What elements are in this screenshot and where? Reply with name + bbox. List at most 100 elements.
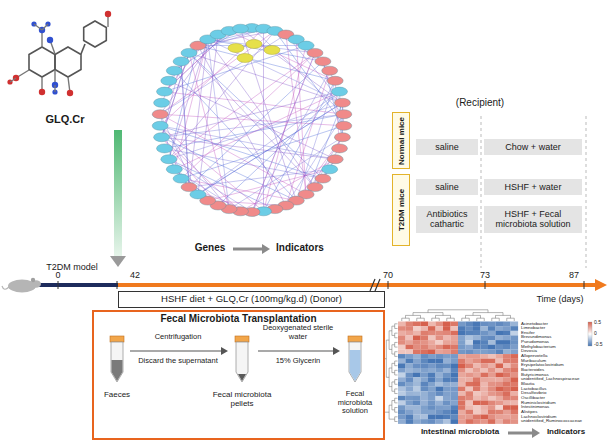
heatmap-cell	[473, 396, 481, 401]
heatmap-cell	[488, 415, 496, 420]
heatmap-cell	[428, 359, 436, 364]
heatmap-cell	[488, 345, 496, 350]
heatmap-cell	[406, 382, 414, 387]
heatmap-cell	[488, 405, 496, 410]
heatmap-cell	[413, 373, 421, 378]
bond	[10, 78, 16, 82]
heatmap-cell	[511, 345, 519, 350]
heatmap-cell	[481, 331, 489, 336]
dendrogram	[392, 382, 395, 391]
heatmap-cell	[503, 335, 511, 340]
heatmap-cell	[511, 335, 519, 340]
heatmap-cell	[481, 345, 489, 350]
heatmap-cell	[466, 391, 474, 396]
heatmap-cell	[496, 396, 504, 401]
heatmap-cell	[413, 331, 421, 336]
dendrogram	[447, 318, 455, 321]
heatmap-cell	[398, 322, 406, 327]
heatmap-cell	[496, 354, 504, 359]
gene-node	[322, 165, 338, 174]
heatmap-cell	[511, 322, 519, 327]
heatmap-cell	[503, 382, 511, 387]
heatmap-cell	[473, 345, 481, 350]
tick-label: 73	[475, 270, 495, 280]
gene-node	[332, 87, 348, 96]
heatmap-cell	[443, 391, 451, 396]
heatmap-cell	[496, 326, 504, 331]
gene-node	[334, 133, 350, 142]
dendrogram	[389, 368, 392, 387]
dendrogram	[507, 318, 515, 321]
heatmap-cell	[406, 340, 414, 345]
interaction-line	[198, 103, 343, 195]
heatmap-cell	[436, 326, 444, 331]
taxon-label: unidentified_Ruminococcaceae	[521, 419, 582, 424]
heatmap-cell	[428, 363, 436, 368]
heatmap-cell	[421, 335, 429, 340]
heatmap-cell	[413, 359, 421, 364]
heatmap-cell	[511, 368, 519, 373]
heatmap-cell	[413, 396, 421, 401]
group-bracket: T2DM mice	[392, 174, 410, 246]
axis-break	[370, 279, 375, 291]
step-label: Deoxygenated sterile water	[259, 324, 337, 341]
dendrogram	[392, 326, 395, 335]
heatmap-cell	[398, 340, 406, 345]
heatmap-cell	[413, 391, 421, 396]
gene-node	[161, 155, 177, 164]
heatmap-cell	[511, 359, 519, 364]
interaction-line	[198, 92, 340, 195]
heatmap-cell	[473, 387, 481, 392]
heatmap-cell	[421, 331, 429, 336]
heatmap-cell	[511, 382, 519, 387]
dendrogram	[395, 408, 398, 413]
treatment-box: HSHF + water	[484, 179, 582, 195]
heatmap-cell	[436, 335, 444, 340]
tube-cap	[110, 336, 124, 342]
heatmap-cell	[496, 387, 504, 392]
heatmap-cell	[421, 359, 429, 364]
interaction-line	[162, 114, 344, 137]
heatmap-cell	[443, 415, 451, 420]
heatmap-cell	[421, 410, 429, 415]
atom	[67, 90, 73, 96]
heatmap-cell	[443, 335, 451, 340]
pellet	[238, 374, 246, 381]
heatmap-cell	[496, 340, 504, 345]
heatmap-cell	[481, 354, 489, 359]
heatmap-cell	[436, 322, 444, 327]
heatmap-cell	[451, 340, 459, 345]
heatmap-cell	[481, 396, 489, 401]
tube	[235, 336, 249, 382]
heatmap-cell	[406, 405, 414, 410]
heatmap-cell	[481, 405, 489, 410]
gene-node	[327, 155, 343, 164]
heatmap-cell	[466, 354, 474, 359]
gene-network	[152, 24, 352, 217]
tick	[485, 281, 486, 289]
heatmap-cell	[443, 396, 451, 401]
heatmap-cell	[428, 391, 436, 396]
heatmap-cell	[436, 349, 444, 354]
heatmap-cell	[503, 401, 511, 406]
dendrogram	[413, 313, 443, 316]
heatmap-cell	[406, 391, 414, 396]
gene-node	[152, 121, 168, 130]
gene-node	[264, 46, 280, 55]
bond	[34, 24, 42, 30]
heatmap-cell	[451, 396, 459, 401]
heatmap-cell	[511, 405, 519, 410]
heatmap-cell	[406, 322, 414, 327]
heatmap-cell	[451, 382, 459, 387]
gene-node	[233, 24, 249, 33]
gene-node	[157, 144, 173, 153]
tick-label: 0	[48, 270, 68, 280]
heatmap-cell	[436, 368, 444, 373]
treatment-box: HSHF + Fecal microbiota solution	[484, 206, 582, 233]
interaction-line	[286, 71, 330, 206]
gene-node	[332, 144, 348, 153]
heatmap-cell	[406, 363, 414, 368]
heatmap-cell	[496, 373, 504, 378]
heatmap-cell	[496, 331, 504, 336]
interaction-line	[181, 126, 344, 179]
